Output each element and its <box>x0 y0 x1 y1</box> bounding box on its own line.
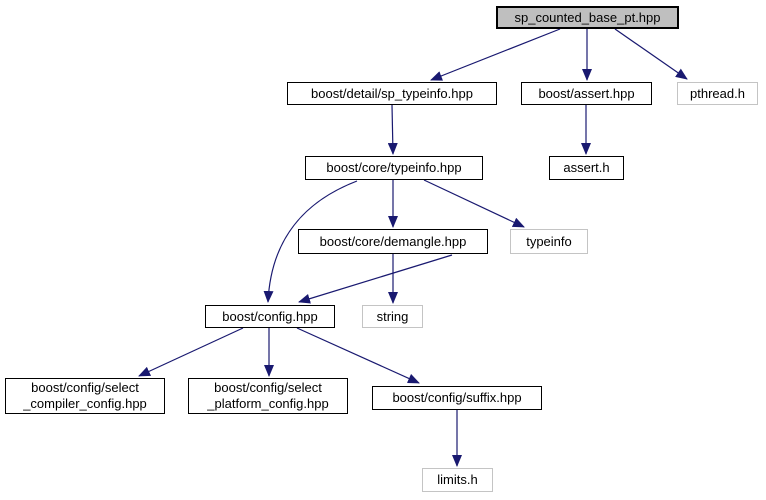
node-label: boost/config.hpp <box>222 308 318 324</box>
edge-config-to-suffix <box>296 327 420 384</box>
node-label: assert.h <box>563 160 610 175</box>
node-boost-config-hpp[interactable]: boost/config.hpp <box>205 305 335 328</box>
node-pthread-h: pthread.h <box>677 82 758 105</box>
node-boost-core-demangle-hpp[interactable]: boost/core/demangle.hpp <box>298 229 488 254</box>
edge-demangle-to-config <box>298 254 453 304</box>
edge-root-to-sp-typeinfo <box>430 28 561 81</box>
node-label: sp_counted_base_pt.hpp <box>514 9 661 25</box>
node-typeinfo: typeinfo <box>510 229 588 254</box>
edge-root-to-pthread-h <box>614 28 688 80</box>
node-assert-h[interactable]: assert.h <box>549 156 624 180</box>
node-limits-h: limits.h <box>422 468 493 492</box>
node-label: string <box>376 308 409 324</box>
edge-core-typeinfo-to-typeinfo <box>423 179 525 228</box>
node-boost-config-suffix-hpp[interactable]: boost/config/suffix.hpp <box>372 386 542 410</box>
node-sp-counted-base-pt-hpp: sp_counted_base_pt.hpp <box>496 6 679 29</box>
node-label: limits.h <box>437 472 478 487</box>
node-label: boost/core/demangle.hpp <box>319 233 467 249</box>
edge-sp-typeinfo-to-core-typeinfo <box>387 104 398 155</box>
node-string: string <box>362 305 423 328</box>
node-boost-config-select-platform-config-hpp[interactable]: boost/config/select _platform_config.hpp <box>188 378 348 414</box>
node-boost-core-typeinfo-hpp[interactable]: boost/core/typeinfo.hpp <box>305 156 483 180</box>
node-label: boost/detail/sp_typeinfo.hpp <box>311 85 473 101</box>
node-boost-detail-sp-typeinfo-hpp[interactable]: boost/detail/sp_typeinfo.hpp <box>287 82 497 105</box>
node-boost-assert-hpp[interactable]: boost/assert.hpp <box>521 82 652 105</box>
node-label: boost/core/typeinfo.hpp <box>326 160 462 175</box>
node-boost-config-select-compiler-config-hpp[interactable]: boost/config/select _compiler_config.hpp <box>5 378 165 414</box>
node-label: boost/config/select _compiler_config.hpp <box>23 380 147 411</box>
node-label: pthread.h <box>690 85 745 101</box>
node-label: typeinfo <box>526 233 572 249</box>
edge-config-to-select-compiler <box>138 327 244 377</box>
node-label: boost/config/select _platform_config.hpp <box>207 380 329 411</box>
node-label: boost/config/suffix.hpp <box>392 390 522 405</box>
node-label: boost/assert.hpp <box>538 85 635 101</box>
